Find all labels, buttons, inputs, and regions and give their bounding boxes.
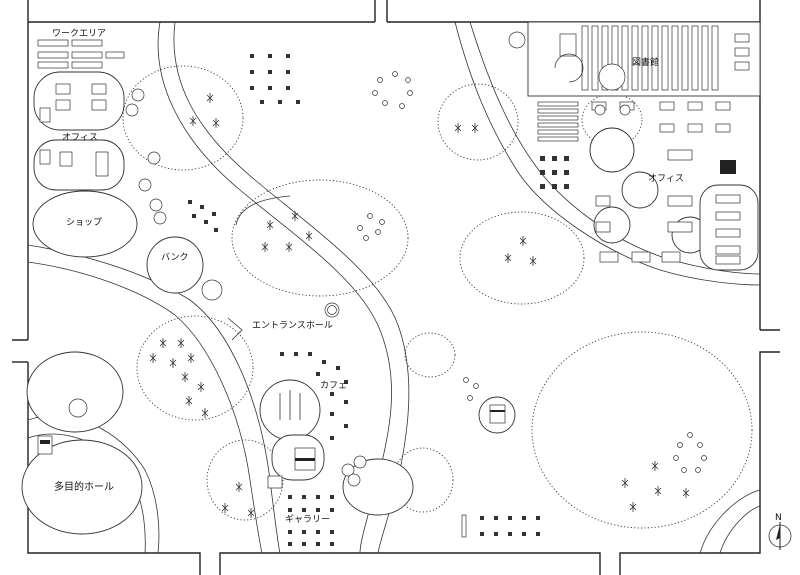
seat-circles [68,31,707,487]
label-bank: バンク [161,252,188,263]
label-shop: ショップ [66,217,102,228]
label-north: N [775,513,782,523]
label-office-right: オフィス [648,173,684,184]
label-library: 図書館 [632,56,659,68]
chair-clusters [188,54,569,546]
office-right-room [699,184,759,271]
office-right-round-1 [589,127,635,173]
label-cafe: カフェ [320,380,347,391]
office-right-round-3 [593,206,631,244]
multipurpose-hall-room [21,439,143,535]
furniture-desks [37,25,750,265]
office-left-room-lower [33,139,125,191]
plants [149,93,690,518]
shop-room [32,190,138,258]
office-right-round-2 [621,171,659,209]
dotted-zones [122,65,753,529]
north-arrow [768,522,792,550]
cores [37,195,506,538]
rooms [21,21,761,535]
bank-room [146,236,204,294]
gallery-blob [342,458,414,516]
label-office-left: オフィス [62,132,98,143]
stair-tower-left [26,351,124,433]
library-stair [537,53,736,174]
outer-walls [12,0,780,575]
label-work-area: ワークエリア [52,28,106,39]
label-entrance-hall: エントランスホール [252,320,333,331]
label-gallery: ギャラリー [285,514,330,525]
label-multipurpose-hall: 多目的ホール [54,480,114,493]
